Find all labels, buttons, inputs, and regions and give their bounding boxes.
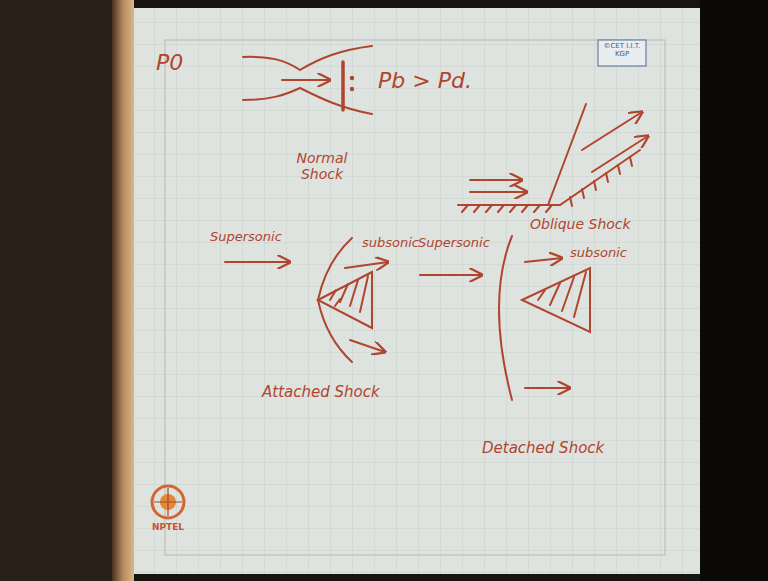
shock-label: Oblique Shock [530, 216, 650, 232]
logo-text: NPTEL [143, 522, 193, 532]
flow-label: Supersonic [418, 236, 518, 251]
flow-label: Supersonic [210, 230, 310, 245]
copyright-stamp: ©CET I.I.T. KGP [600, 42, 644, 58]
pressure-symbol: P0 [156, 50, 206, 75]
pressure-condition: Pb > Pd. [378, 68, 488, 93]
shock-label: Detached Shock [482, 440, 622, 457]
shock-label: Attached Shock [262, 384, 392, 401]
flow-label: subsonic [570, 246, 650, 261]
shock-label: Normal Shock [282, 150, 362, 182]
